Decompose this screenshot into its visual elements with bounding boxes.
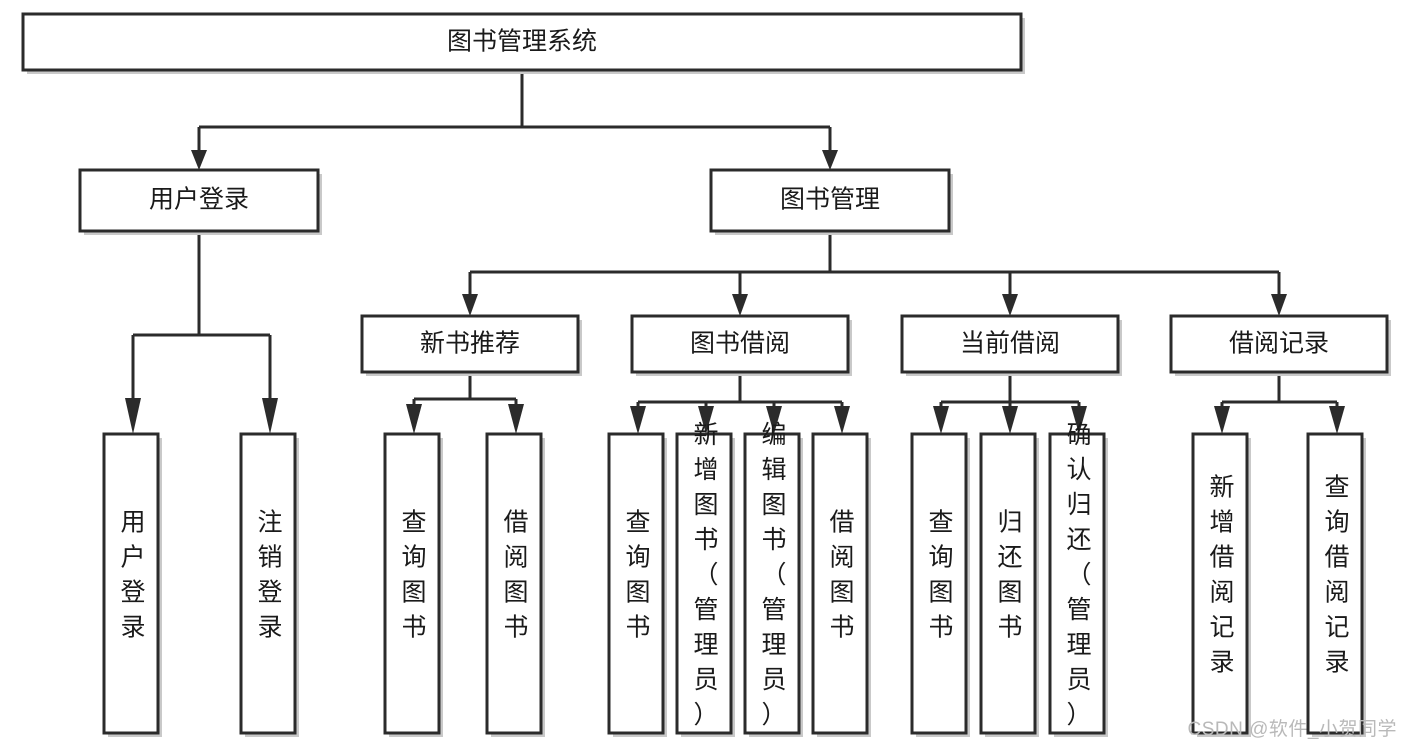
arrow-to-leaf-borrow-book-2 bbox=[834, 406, 850, 434]
leaf-query-book-3-label: 查询图书 bbox=[928, 509, 953, 642]
leaf-add-record-label: 新增借阅记录 bbox=[1209, 474, 1234, 677]
arrow-to-leaf-edit-book bbox=[766, 406, 782, 434]
root-label: 图书管理系统 bbox=[447, 28, 597, 56]
csdn-watermark: CSDN @软件_小贺同学 bbox=[1187, 719, 1397, 740]
borrow-record-box[interactable] bbox=[1169, 314, 1389, 374]
node-leaf-add-record[interactable]: 新增借阅记录 bbox=[1191, 432, 1251, 737]
arrow-to-leaf-user-login bbox=[125, 398, 141, 434]
leaf-add-record-box[interactable] bbox=[1191, 432, 1249, 735]
arrow-to-new-book-recommend bbox=[462, 294, 478, 316]
leaf-borrow-book-1-label: 借阅图书 bbox=[503, 509, 528, 642]
leaf-return-book-label: 归还图书 bbox=[997, 509, 1022, 642]
leaf-borrow-book-2-label: 借阅图书 bbox=[829, 509, 854, 642]
arrow-to-book-borrow bbox=[732, 294, 748, 316]
arrow-to-leaf-query-book-2 bbox=[630, 406, 646, 434]
leaf-query-book-2-label: 查询图书 bbox=[625, 509, 650, 642]
book-borrow-label: 图书借阅 bbox=[690, 330, 790, 358]
arrow-to-leaf-add-book bbox=[698, 406, 714, 434]
node-new-book-recommend[interactable]: 新书推荐 bbox=[360, 314, 582, 376]
new-book-recommend-box[interactable] bbox=[360, 314, 580, 374]
arrow-to-current-borrow bbox=[1002, 294, 1018, 316]
leaf-user-login-label: 用户登录 bbox=[120, 509, 145, 642]
node-leaf-confirm-return[interactable]: 确认归还（管理员） bbox=[1048, 421, 1108, 737]
leaf-user-login-box[interactable] bbox=[102, 432, 160, 735]
leaf-query-book-1-box[interactable] bbox=[383, 432, 441, 735]
node-user-login[interactable]: 用户登录 bbox=[78, 168, 322, 235]
leaf-confirm-return-box[interactable] bbox=[1048, 432, 1106, 735]
node-root[interactable]: 图书管理系统 bbox=[21, 12, 1025, 74]
node-book-borrow[interactable]: 图书借阅 bbox=[630, 314, 852, 376]
book-management-label: 图书管理 bbox=[780, 186, 880, 214]
user-login-box[interactable] bbox=[78, 168, 320, 233]
leaf-add-book-label: 新增图书（管理员） bbox=[693, 421, 718, 729]
node-book-management[interactable]: 图书管理 bbox=[709, 168, 953, 235]
arrow-to-book-management bbox=[822, 150, 838, 170]
new-book-recommend-label: 新书推荐 bbox=[420, 330, 520, 358]
node-leaf-add-book[interactable]: 新增图书（管理员） bbox=[675, 421, 735, 737]
book-management-box[interactable] bbox=[709, 168, 951, 233]
leaf-query-record-box[interactable] bbox=[1306, 432, 1364, 735]
leaf-query-book-3-box[interactable] bbox=[910, 432, 968, 735]
arrow-to-leaf-query-book-1 bbox=[406, 404, 422, 434]
arrow-to-leaf-borrow-book-1 bbox=[508, 404, 524, 434]
leaf-borrow-book-1-box[interactable] bbox=[485, 432, 543, 735]
arrow-to-user-login bbox=[191, 150, 207, 170]
node-leaf-borrow-book-2[interactable]: 借阅图书 bbox=[811, 432, 871, 737]
leaf-query-book-1-label: 查询图书 bbox=[401, 509, 426, 642]
leaf-logout-login-box[interactable] bbox=[239, 432, 297, 735]
node-leaf-query-book-1[interactable]: 查询图书 bbox=[383, 432, 443, 737]
user-login-label: 用户登录 bbox=[149, 186, 249, 214]
node-leaf-query-book-3[interactable]: 查询图书 bbox=[910, 432, 970, 737]
current-borrow-box[interactable] bbox=[900, 314, 1120, 374]
borrow-record-label: 借阅记录 bbox=[1229, 330, 1329, 358]
arrow-to-leaf-logout-login bbox=[262, 398, 278, 434]
leaf-edit-book-label: 编辑图书（管理员） bbox=[761, 421, 786, 729]
arrow-to-leaf-confirm-return bbox=[1071, 406, 1087, 434]
arrow-to-leaf-return-book bbox=[1002, 406, 1018, 434]
leaf-confirm-return-label: 确认归还（管理员） bbox=[1066, 421, 1091, 729]
arrow-to-leaf-query-record bbox=[1329, 406, 1345, 434]
leaf-return-book-box[interactable] bbox=[979, 432, 1037, 735]
leaf-edit-book-box[interactable] bbox=[743, 432, 801, 735]
node-current-borrow[interactable]: 当前借阅 bbox=[900, 314, 1122, 376]
node-leaf-query-record[interactable]: 查询借阅记录 bbox=[1306, 432, 1366, 737]
node-leaf-borrow-book-1[interactable]: 借阅图书 bbox=[485, 432, 545, 737]
node-leaf-return-book[interactable]: 归还图书 bbox=[979, 432, 1039, 737]
node-borrow-record[interactable]: 借阅记录 bbox=[1169, 314, 1391, 376]
root-box[interactable] bbox=[21, 12, 1023, 72]
connector-layer bbox=[125, 74, 1345, 434]
leaf-add-book-box[interactable] bbox=[675, 432, 733, 735]
leaf-query-record-label: 查询借阅记录 bbox=[1324, 474, 1349, 677]
leaf-query-book-2-box[interactable] bbox=[607, 432, 665, 735]
arrow-to-leaf-query-book-3 bbox=[933, 406, 949, 434]
leaf-logout-login-label: 注销登录 bbox=[257, 509, 282, 642]
arrow-to-leaf-add-record bbox=[1214, 406, 1230, 434]
current-borrow-label: 当前借阅 bbox=[960, 330, 1060, 358]
node-leaf-query-book-2[interactable]: 查询图书 bbox=[607, 432, 667, 737]
leaf-borrow-book-2-box[interactable] bbox=[811, 432, 869, 735]
node-leaf-user-login[interactable]: 用户登录 bbox=[102, 432, 162, 737]
book-borrow-box[interactable] bbox=[630, 314, 850, 374]
node-leaf-edit-book[interactable]: 编辑图书（管理员） bbox=[743, 421, 803, 737]
node-leaf-logout-login[interactable]: 注销登录 bbox=[239, 432, 299, 737]
arrow-to-borrow-record bbox=[1271, 294, 1287, 316]
